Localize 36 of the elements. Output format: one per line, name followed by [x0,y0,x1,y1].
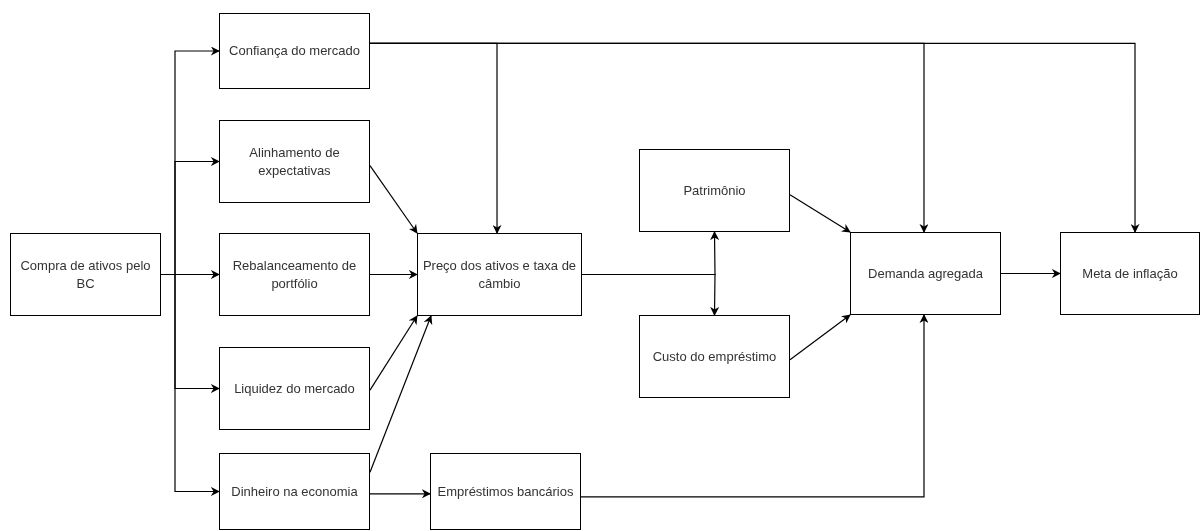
box-label: Preço dos ativos e taxa de câmbio [422,256,577,293]
box-label: Patrimônio [683,181,746,200]
process-box [430,453,581,530]
box-label: Meta de inflação [1082,264,1178,283]
process-box [219,13,370,89]
box-label: Alinhamento de expectativas [248,143,341,180]
arrow [369,165,418,234]
process-box [10,233,161,316]
arrow [369,42,1140,233]
box-label: Compra de ativos pelo BC [19,256,152,293]
arrow [369,315,433,473]
arrow [369,270,418,279]
process-box [850,232,1001,315]
process-box [639,315,790,398]
process-box [1060,232,1200,315]
arrow [581,273,720,316]
box-label: Empréstimos bancários [437,482,574,501]
process-box [417,233,582,316]
arrow [369,489,431,499]
arrow [369,315,418,391]
arrow [160,273,220,496]
process-box [219,233,370,316]
box-label: Demanda agregada [868,264,983,283]
process-box [219,453,370,530]
box-label: Custo do empréstimo [652,347,777,366]
arrow [1000,269,1061,278]
arrow [580,314,929,498]
arrow [789,314,851,361]
process-box [219,347,370,430]
box-label: Liquidez do mercado [234,379,355,398]
process-box [639,149,790,232]
arrow [789,194,851,233]
process-box [219,120,370,203]
box-label: Confiança do mercado [229,42,360,60]
box-label: Rebalanceamento de portfólio [231,256,358,293]
box-label: Dinheiro na economia [231,482,358,501]
